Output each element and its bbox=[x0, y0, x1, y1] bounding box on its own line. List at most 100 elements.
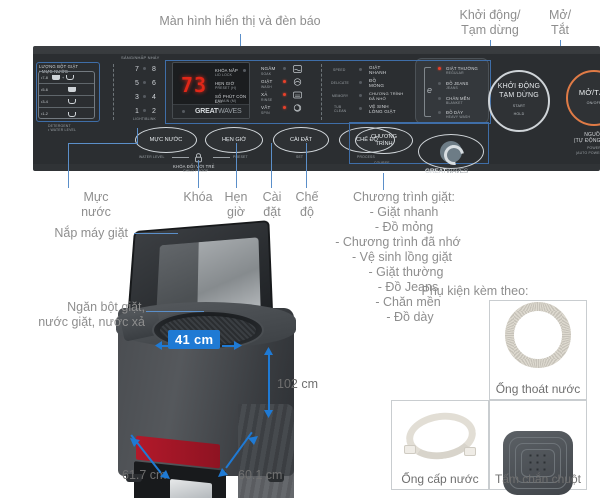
arrow-head-upleft-icon bbox=[130, 438, 140, 447]
arrow-head-down-icon bbox=[264, 410, 273, 418]
panel-divider-1 bbox=[113, 64, 114, 120]
accessories-grid: Ống thoát nước Ống cấp nước Tấm chắn chu… bbox=[391, 300, 587, 490]
light-blink-caption: LIGHT/BLINK bbox=[133, 117, 156, 121]
washer-side-ribs bbox=[238, 404, 294, 498]
supply-hose-coupler bbox=[404, 445, 416, 454]
accessory-drain-hose: Ống thoát nước bbox=[489, 300, 587, 400]
detergent-title-en: DETERGENT • WATER LEVEL bbox=[48, 124, 76, 133]
start-pause-button[interactable]: KHỞI ĐỘNG TẠM DỪNG START HOLD bbox=[488, 70, 550, 132]
callout-display-panel: Màn hình hiển thị và đèn báo bbox=[140, 14, 340, 29]
detergent-row: •1-2 bbox=[39, 108, 94, 120]
basket-icon bbox=[68, 99, 76, 104]
set-sub: SET bbox=[296, 155, 303, 159]
water-level-button[interactable]: MỰC NƯỚC bbox=[135, 127, 197, 153]
arrow-head-left-icon bbox=[155, 341, 163, 350]
basket-full-icon bbox=[52, 75, 60, 80]
childproof-label-en: CHILD PROOF bbox=[183, 169, 208, 173]
detergent-row-label: •7-8 bbox=[41, 76, 52, 80]
level-number: 7 bbox=[135, 66, 139, 73]
arrow-head-upright-icon bbox=[248, 436, 258, 445]
dimension-height: 102 cm bbox=[277, 377, 318, 391]
level-number: 4 bbox=[152, 94, 156, 101]
detergent-row: •3-4 bbox=[39, 96, 94, 108]
drum-diameter-badge: 41 cm bbox=[168, 330, 220, 349]
childproof-bracket-right bbox=[213, 157, 230, 158]
program-item: - Vệ sinh lồng giặt bbox=[322, 250, 482, 265]
level-led bbox=[143, 81, 146, 84]
level-led bbox=[143, 95, 146, 98]
level-number: 6 bbox=[152, 80, 156, 87]
level-number: 8 bbox=[152, 66, 156, 73]
height-arrow-line bbox=[268, 352, 270, 414]
leader-timer bbox=[236, 143, 237, 188]
detergent-row: •7-8 + bbox=[39, 72, 94, 84]
detergent-row: •5-6 bbox=[39, 84, 94, 96]
detergent-row-label: •3-4 bbox=[41, 100, 52, 104]
program-item: - Chương trình đã nhớ bbox=[318, 235, 478, 250]
accessory-mouse-guard-mat: Tấm chắn chuột bbox=[489, 400, 587, 490]
leader-water-level-h bbox=[68, 143, 138, 144]
callout-on-off: Mở/ Tắt bbox=[525, 8, 595, 38]
leader-water-level-v2 bbox=[137, 128, 138, 144]
level-led bbox=[143, 109, 146, 112]
washing-machine-illustration bbox=[108, 222, 320, 490]
greatwaves-brand-text: GREATWAVES bbox=[425, 168, 468, 175]
water-level-button-label: MỰC NƯỚC bbox=[150, 137, 183, 144]
drain-hose-icon bbox=[505, 302, 571, 368]
power-label-vi: MỞ/TẮT bbox=[579, 88, 600, 97]
power-caption-en: POWER (AUTO POWER OFF) bbox=[549, 146, 600, 155]
leader-mode bbox=[306, 143, 307, 188]
accessory-label: Ống thoát nước bbox=[490, 382, 586, 396]
level-led bbox=[143, 67, 146, 70]
mat-holes bbox=[527, 452, 549, 474]
accessories-title: Phụ kiện kèm theo: bbox=[421, 284, 528, 298]
leader-setting bbox=[271, 143, 272, 188]
level-number: 5 bbox=[135, 80, 139, 87]
set-button[interactable]: CÀI ĐẶT bbox=[273, 127, 329, 153]
program-item: - Giặt thường bbox=[326, 265, 486, 280]
blink-label: SÁNG/NHẤP NHÁY bbox=[121, 56, 160, 60]
arrow-head-up-icon bbox=[264, 347, 273, 355]
water-level-sub: WATER LEVEL bbox=[139, 155, 165, 159]
level-number: 2 bbox=[152, 108, 156, 115]
accessory-supply-hose: Ống cấp nước bbox=[391, 400, 489, 490]
arrow-head-right-icon bbox=[234, 341, 242, 350]
control-panel: SÁNG/NHẤP NHÁY LƯỢNG BỘT GIẶT • MỰC NƯỚC… bbox=[33, 46, 600, 171]
preset-button[interactable]: HẸN GIỜ bbox=[205, 127, 263, 153]
detergent-level-matrix: •7-8 + •5-6 •3-4 •1-2 bbox=[38, 71, 95, 119]
level-number: 3 bbox=[135, 94, 139, 101]
arrow-head-downright-icon bbox=[160, 470, 170, 479]
start-pause-label-vi: KHỞI ĐỘNG TẠM DỪNG bbox=[498, 83, 540, 100]
dimension-depth: 60.1 cm bbox=[238, 468, 282, 482]
set-button-label: CÀI ĐẶT bbox=[290, 137, 312, 144]
detergent-row-label: •1-2 bbox=[41, 112, 52, 116]
leader-lock bbox=[198, 160, 199, 188]
arrow-head-downleft-icon bbox=[218, 468, 228, 477]
washer-sticker-image bbox=[170, 479, 212, 498]
supply-hose-coupler bbox=[464, 447, 476, 456]
program-item: - Đồ mỏng bbox=[324, 220, 484, 235]
accessory-label: Ống cấp nước bbox=[392, 472, 488, 486]
childproof-bracket-left bbox=[172, 157, 189, 158]
program-item: - Giặt nhanh bbox=[324, 205, 484, 220]
callout-lid: Nắp máy giặt bbox=[38, 226, 128, 241]
callout-detergent-compartment: Ngăn bột giặt, nước giặt, nước xả bbox=[20, 300, 145, 330]
basket-full-icon bbox=[68, 87, 76, 92]
indicator-strip-box bbox=[165, 60, 491, 124]
detergent-row-label: •5-6 bbox=[41, 88, 52, 92]
level-number: 1 bbox=[135, 108, 139, 115]
leader-water-level-v1 bbox=[68, 143, 69, 188]
callout-water-level: Mực nước bbox=[68, 190, 124, 220]
preset-button-label: HẸN GIỜ bbox=[222, 137, 246, 144]
leader-lid bbox=[134, 233, 178, 234]
accessory-label: Tấm chắn chuột bbox=[490, 472, 586, 486]
power-caption-vi: NGUỒN (TỰ ĐỘNG TẮT) bbox=[549, 132, 600, 144]
basket-icon bbox=[66, 75, 74, 80]
basket-icon bbox=[68, 112, 76, 117]
leader-course bbox=[383, 173, 384, 190]
greatwaves-swirl-icon bbox=[440, 141, 462, 163]
leader-detergent-compartment bbox=[146, 311, 204, 312]
greatwaves-button[interactable] bbox=[418, 134, 484, 169]
start-pause-label-en: START HOLD bbox=[513, 102, 525, 119]
